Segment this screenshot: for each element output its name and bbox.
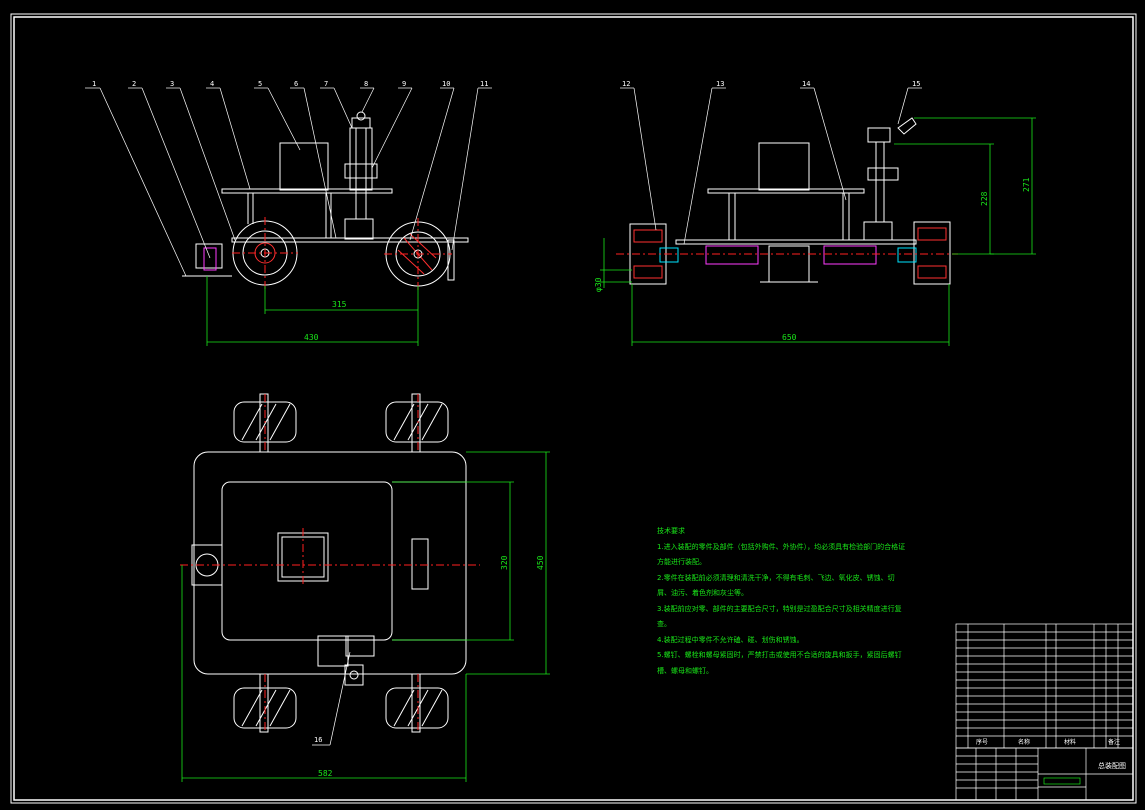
part-label-13: 13: [716, 80, 724, 88]
header-material: 材料: [1064, 738, 1076, 746]
part-label-9: 9: [402, 80, 406, 88]
side-dimension-lines: [600, 117, 1036, 346]
part-label-12: 12: [622, 80, 630, 88]
part-label-6: 6: [294, 80, 298, 88]
part-label-10: 10: [442, 80, 450, 88]
plan-wheels: [233, 393, 449, 733]
front-leaders: [85, 87, 492, 277]
front-view: [182, 111, 469, 281]
dim-side-height-b: 271: [1022, 177, 1031, 192]
dim-front-wheelbase: 315: [332, 300, 347, 309]
part-label-5: 5: [258, 80, 262, 88]
dim-plan-width-outer: 450: [536, 555, 545, 570]
note-item-4: 4.装配过程中零件不允许磕、碰、划伤和锈蚀。: [657, 635, 804, 644]
part-label-2: 2: [132, 80, 136, 88]
drawing-inner-border: [13, 16, 1134, 801]
drawing-name: 总装配图: [1098, 761, 1126, 770]
part-label-8: 8: [364, 80, 368, 88]
front-centerlines: [232, 217, 452, 290]
dim-side-wheel-dia: φ30: [594, 277, 603, 292]
title-block: [955, 747, 1134, 801]
part-label-15: 15: [912, 80, 920, 88]
plan-dimension-lines: [181, 451, 550, 782]
technical-requirements: 技术要求 1.进入装配的零件及部件（包括外购件、外协件），均必须具有检验部门的合…: [657, 524, 907, 679]
drawing-outer-border: [10, 13, 1137, 804]
dimension-texts: 315 430 650 228 271 φ30 320 450 582: [304, 177, 1031, 778]
notes-heading: 技术要求: [657, 527, 685, 535]
header-remark: 备注: [1108, 738, 1120, 746]
dim-side-width: 650: [782, 333, 797, 342]
side-view: [675, 117, 917, 283]
parts-list-table: [955, 623, 1134, 749]
header-name: 名称: [1018, 738, 1030, 746]
part-label-11: 11: [480, 80, 488, 88]
part-label-16: 16: [314, 736, 322, 744]
dim-side-height-a: 228: [980, 191, 989, 206]
note-item-5: 5.螺钉、螺栓和螺母紧固时，严禁打击或使用不合适的旋具和扳手，紧固后螺钉槽、螺母…: [657, 651, 902, 675]
parts-list-header: 序号 名称 材料 备注: [976, 738, 1120, 746]
part-label-7: 7: [324, 80, 328, 88]
dim-front-overall: 430: [304, 333, 319, 342]
side-leaders: [620, 87, 922, 245]
header-index: 序号: [976, 738, 988, 746]
note-item-3: 3.装配前应对零、部件的主要配合尺寸，特别是过盈配合尺寸及相关精度进行复查。: [657, 604, 902, 629]
part-number-labels: 1 2 3 4 5 6 7 8 9 10 11 12 13 14 15 16: [92, 80, 920, 744]
front-dimension-lines: [206, 276, 419, 346]
dim-plan-width-inner: 320: [500, 555, 509, 570]
dim-plan-length: 582: [318, 769, 333, 778]
side-right-wheel: [897, 221, 951, 285]
part-label-3: 3: [170, 80, 174, 88]
part-label-14: 14: [802, 80, 810, 88]
part-label-4: 4: [210, 80, 214, 88]
part-label-1: 1: [92, 80, 96, 88]
plan-view: [191, 451, 467, 686]
note-item-2: 2.零件在装配前必须清理和清洗干净，不得有毛刺、飞边、氧化皮、锈蚀、切屑、油污、…: [657, 573, 895, 598]
plan-leaders: [312, 651, 351, 746]
plan-centerlines: [180, 394, 480, 732]
note-item-1: 1.进入装配的零件及部件（包括外购件、外协件），均必须具有检验部门的合格证方能进…: [657, 542, 906, 567]
